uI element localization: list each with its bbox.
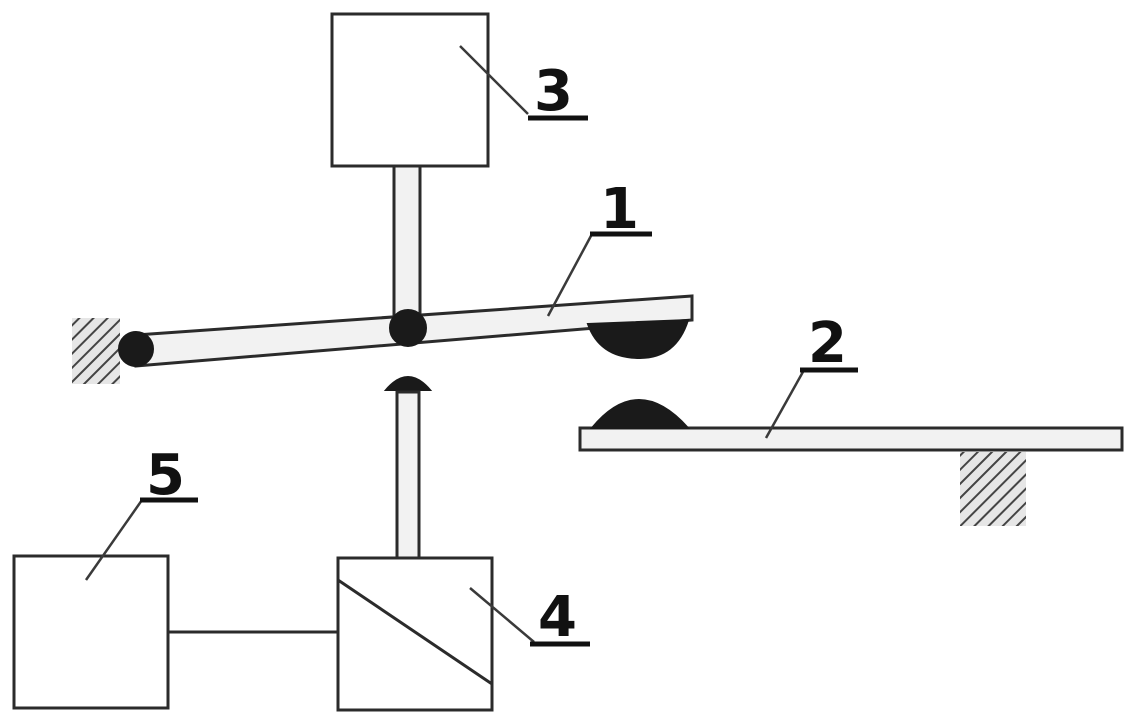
upper-rod [392, 164, 422, 320]
bar-2-contact [589, 399, 691, 429]
block-4 [336, 556, 494, 712]
label-5-group: 5 [140, 443, 198, 508]
label-4-group: 4 [530, 585, 590, 650]
leader-1 [546, 233, 594, 317]
label-2: 2 [808, 311, 847, 376]
label-2-group: 2 [800, 311, 858, 376]
lever-central-pivot [389, 309, 427, 347]
leader-5 [84, 499, 144, 581]
block-5 [12, 554, 170, 710]
label-3-group: 3 [528, 59, 588, 124]
right-fixed-support [960, 452, 1026, 526]
label-1-group: 1 [590, 177, 652, 242]
lever-left-pivot [118, 331, 154, 367]
bar-2 [578, 426, 1124, 452]
leader-4 [469, 587, 535, 643]
label-1: 1 [600, 177, 639, 242]
lower-small-contact [383, 376, 433, 391]
block-4-diagonal [337, 578, 493, 686]
label-5: 5 [146, 443, 185, 508]
left-fixed-support [72, 318, 120, 384]
leader-2 [764, 369, 806, 439]
lower-rod [395, 390, 421, 560]
upper-contact [586, 318, 690, 360]
label-4: 4 [538, 585, 577, 650]
label-3: 3 [534, 59, 573, 124]
block-3 [330, 12, 490, 168]
leader-3 [459, 45, 529, 115]
